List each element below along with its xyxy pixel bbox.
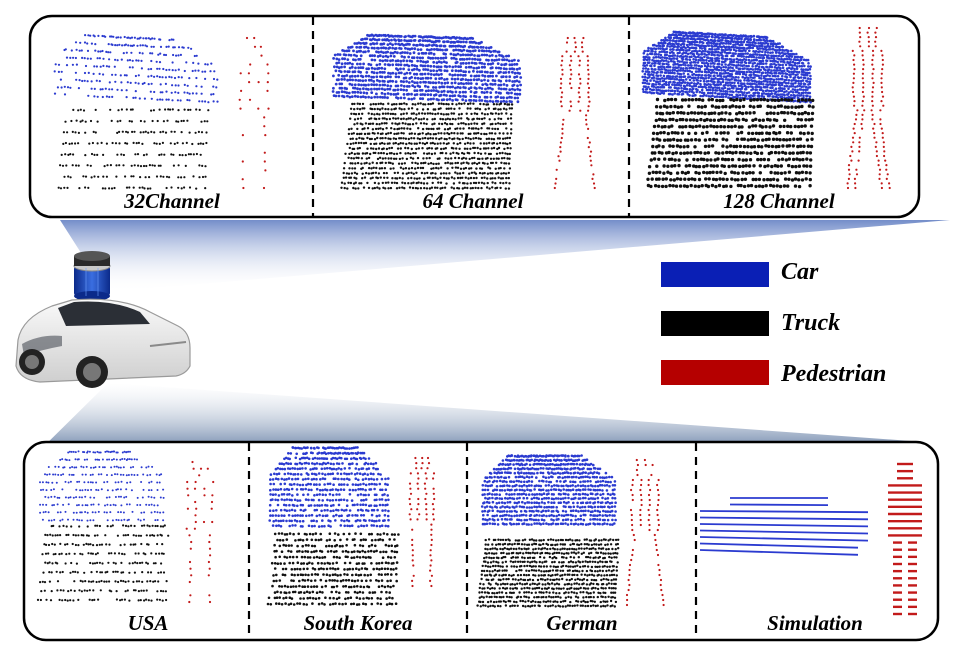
pc-64-truck [340, 102, 514, 190]
pc-de-car [480, 454, 617, 526]
pc-sk-truck [266, 532, 400, 606]
pc-64-car [331, 33, 523, 104]
pc-128-ped [846, 26, 891, 190]
legend-swatch-pedestrian [661, 360, 769, 385]
pc-sim-ped [888, 462, 922, 616]
pc-32-ped [238, 36, 270, 190]
pc-de-truck [476, 538, 620, 608]
panel-label-usa: USA [128, 611, 169, 635]
pc-64-ped [553, 36, 596, 190]
panel-label-south-korea: South Korea [303, 611, 412, 635]
pc-32-car [53, 34, 219, 104]
pc-usa-car [39, 450, 165, 522]
lidar-sensor-icon [73, 251, 111, 301]
panel-label-128channel: 128 Channel [723, 189, 835, 213]
panel-label-german: German [546, 611, 617, 635]
pc-32-truck [57, 108, 210, 190]
panel-label-32channel: 32Channel [123, 189, 220, 213]
pc-usa-ped [185, 460, 215, 604]
legend-label-truck: Truck [781, 310, 840, 336]
legend-swatch-car [661, 262, 769, 287]
pc-128-car [641, 30, 812, 104]
pc-de-ped [625, 458, 665, 607]
pc-sk-car [268, 446, 390, 528]
white-suv-icon [15, 298, 191, 388]
pc-sim-car [699, 497, 869, 556]
legend-label-pedestrian: Pedestrian [780, 361, 886, 387]
point-clouds [36, 26, 922, 616]
pc-usa-truck [36, 524, 170, 602]
pc-128-truck [646, 97, 815, 189]
panel-label-simulation: Simulation [767, 611, 863, 635]
legend-label-car: Car [781, 259, 819, 285]
beam-top [60, 220, 950, 292]
pc-sk-ped [408, 456, 436, 588]
legend: Car Truck Pedestrian [661, 259, 886, 387]
bottom-frame [22, 440, 940, 642]
panel-label-64channel: 64 Channel [423, 189, 524, 213]
legend-swatch-truck [661, 311, 769, 336]
